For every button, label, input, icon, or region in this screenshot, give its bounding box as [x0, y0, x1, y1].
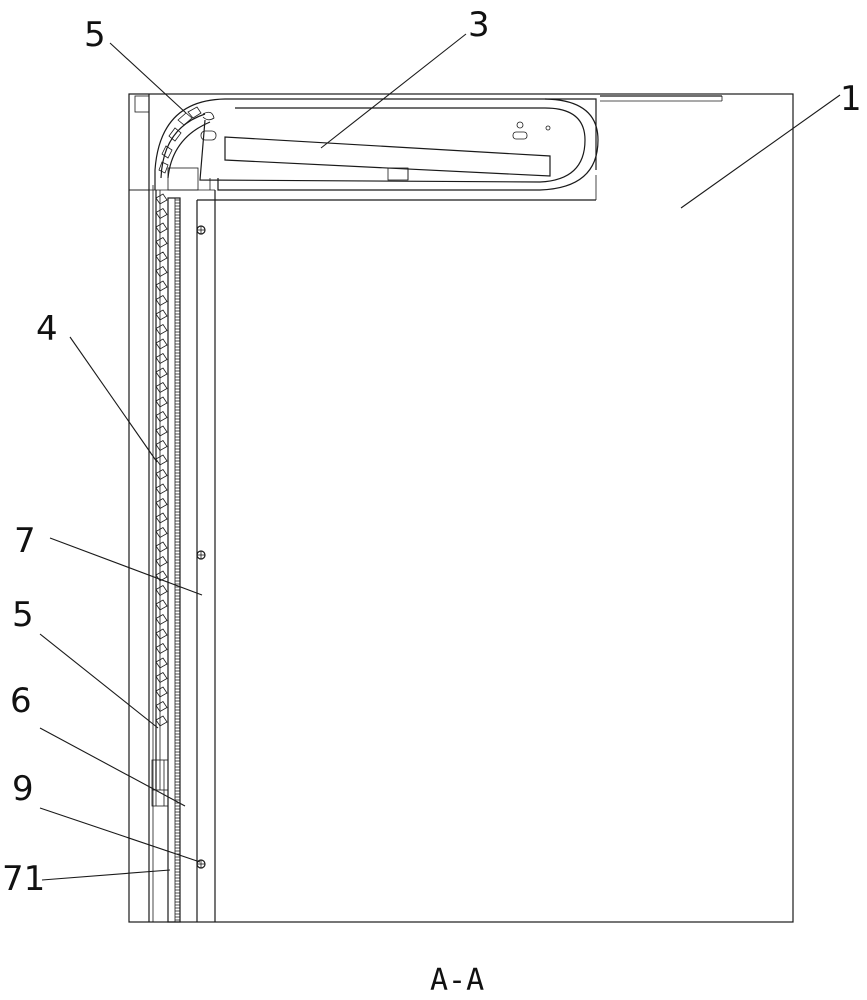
chain-link	[156, 412, 167, 422]
chain-link	[156, 716, 167, 726]
chain-link	[156, 658, 167, 668]
screw-top	[197, 226, 205, 234]
hinge-arm-assembly	[155, 99, 598, 190]
chain-link	[156, 310, 167, 320]
label-part-4: 4	[36, 309, 58, 349]
label-part-9: 9	[12, 769, 34, 809]
chain-link	[156, 223, 167, 233]
chain-link	[156, 354, 167, 364]
chain-link	[156, 238, 167, 248]
chain-link	[156, 455, 167, 465]
door-frame	[129, 94, 153, 922]
chain-link	[156, 644, 167, 654]
chain-link	[156, 528, 167, 538]
chain-link	[156, 252, 167, 262]
chain-link	[156, 325, 167, 335]
chain-link	[156, 586, 167, 596]
chain-link	[156, 542, 167, 552]
section-caption: A-A	[430, 963, 484, 998]
chain-link	[156, 339, 167, 349]
chain-link	[156, 267, 167, 277]
chain-link	[156, 426, 167, 436]
label-part-1: 1	[840, 79, 862, 119]
cabinet-body	[129, 94, 793, 922]
chain-link	[156, 484, 167, 494]
label-part-3: 3	[468, 5, 490, 45]
screw-middle	[197, 551, 205, 559]
label-part-5-top: 5	[84, 15, 106, 55]
chain-link	[156, 397, 167, 407]
label-part-5-side: 5	[12, 595, 34, 635]
chain-column	[156, 190, 167, 790]
chain-link	[156, 600, 167, 610]
label-part-6: 6	[10, 681, 32, 721]
chain-link	[156, 499, 167, 509]
label-part-7: 7	[14, 521, 36, 561]
chain-link	[156, 296, 167, 306]
chain-link	[156, 281, 167, 291]
corner-chain	[159, 107, 214, 178]
chain-link	[156, 687, 167, 697]
chain-link	[156, 615, 167, 625]
chain-link	[156, 194, 167, 204]
chain-link	[156, 383, 167, 393]
label-part-71: 71	[2, 859, 45, 899]
chain-link	[156, 673, 167, 683]
chain-link	[156, 629, 167, 639]
chain-link	[156, 209, 167, 219]
chain-link	[156, 702, 167, 712]
chain-link	[156, 470, 167, 480]
chain-link	[156, 441, 167, 451]
vertical-rack	[168, 198, 180, 922]
chain-link	[156, 368, 167, 378]
chain-link	[156, 557, 167, 567]
chain-link	[156, 513, 167, 523]
